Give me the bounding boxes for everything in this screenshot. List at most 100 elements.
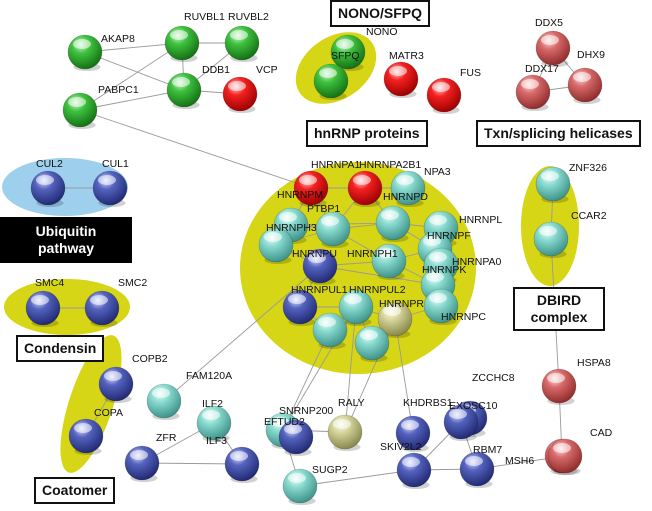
node-label: EFTUD2 [264,416,305,428]
node-highlight [401,420,419,430]
node-zfr[interactable]: ZFR [124,432,177,482]
node-khdrbs1[interactable]: KHDRBS1 [395,397,453,452]
group-label-dbird: DBIRD complex [513,287,605,331]
node-highlight [318,317,336,327]
node-copb2[interactable]: COPB2 [98,353,168,403]
edge-khdrbs1-hnrnpr [394,318,414,434]
node-ptbp1[interactable]: PTBP1 [307,203,351,248]
node-label: AKAP8 [101,33,135,45]
node-highlight [553,443,571,453]
node-nono[interactable]: NONO [330,26,398,71]
node-label: RUVBL2 [228,11,269,23]
node-cul2[interactable]: CUL2 [30,158,66,207]
node-highlight [308,253,326,263]
node-highlight [98,175,116,185]
node-label: HNRNPA2B1 [359,159,421,171]
node-highlight [344,294,362,304]
node-ruvbl2[interactable]: RUVBL2 [224,11,269,62]
node-hnrnpc[interactable]: HNRNPC [423,288,486,325]
node-label: RBM7 [473,444,502,456]
node-highlight [429,215,447,225]
node-highlight [230,451,248,461]
node-highlight [68,97,86,107]
node-label: HNRNPD [383,191,428,203]
node-label: DHX9 [577,49,605,61]
node-hnrnpa1[interactable]: HNRNPA1 [293,159,361,207]
node-label: SUGP2 [312,464,348,476]
node-highlight [172,77,190,87]
node-exosc10[interactable]: EXOSC10 [443,400,498,441]
node-hnrnpa2b1[interactable]: HNRNPA2B1 [347,159,421,207]
node-vcp[interactable]: VCP [222,64,278,113]
node-hnrnpd[interactable]: HNRNPD [375,191,428,242]
node-label: SKIV2L2 [380,441,422,453]
node-akap8[interactable]: AKAP8 [67,33,135,71]
edge-raly-hnrnpul2 [344,306,357,433]
node-label: HNRNPC [441,311,486,323]
edge-akap8-ddb1 [84,51,185,91]
node-highlight [539,226,557,236]
node-ddx5[interactable]: DDX5 [535,17,571,67]
node-label: CAD [590,427,613,439]
node-highlight [279,212,297,222]
node-ddb1[interactable]: DDB1 [166,64,230,109]
node-hnrnpa3[interactable]: NPA3 [390,166,451,207]
node-dhx9[interactable]: DHX9 [567,49,605,104]
node-label: COPB2 [132,353,168,365]
node-skiv2l2[interactable]: SKIV2L2 [380,441,432,489]
node-highlight [170,30,188,40]
node-hspa8[interactable]: HSPA8 [541,357,611,405]
node-smc4[interactable]: SMC4 [25,277,64,327]
node-hnrnph1[interactable]: HNRNPH1 [347,243,407,280]
node-ddx17[interactable]: DDX17 [515,63,559,111]
node-raly[interactable]: RALY [327,397,365,451]
node-copa[interactable]: COPA [68,407,123,455]
group-label-condensin: Condensin [16,335,105,362]
group-label-hnrnp: hnRNP proteins [306,120,428,147]
node-ilf3[interactable]: ILF3 [206,435,260,483]
node-hnrnpr[interactable]: HNRNPR [377,298,424,338]
node-hnrnpu[interactable]: HNRNPU [292,248,338,285]
node-hnrnpul2[interactable]: HNRNPUL2 [338,284,406,326]
node-ccar2[interactable]: CCAR2 [533,210,607,258]
node-sfpq[interactable]: SFPQ [313,50,360,100]
node-smc2[interactable]: SMC2 [84,277,147,327]
node-label: RALY [338,397,365,409]
edge-ddb1-pabpc1 [79,89,185,111]
node-highlight [383,306,401,316]
node-rbm7[interactable]: RBM7 [459,444,502,488]
node-hnrnp-x1[interactable] [312,312,348,349]
node-highlight [381,210,399,220]
node-label: VCP [256,64,278,76]
node-label: HNRNPU [292,248,337,260]
node-sugp2[interactable]: SUGP2 [282,464,348,505]
node-highlight [90,295,108,305]
node-label: NONO [366,26,398,38]
node-matr3[interactable]: MATR3 [383,50,424,98]
node-highlight [521,79,539,89]
node-znf326[interactable]: ZNF326 [535,162,607,203]
node-highlight [377,248,395,258]
node-pabpc1[interactable]: PABPC1 [62,84,139,129]
node-highlight [264,232,282,242]
node-eftud2[interactable]: EFTUD2 [264,416,314,456]
node-highlight [353,175,371,185]
node-ilf2[interactable]: ILF2 [196,398,232,442]
node-hnrnpul1[interactable]: HNRNPUL1 [282,284,348,326]
node-label: ZFR [156,432,177,444]
node-hnrnph3[interactable]: HNRNPH3 [258,222,317,264]
node-ruvbl1[interactable]: RUVBL1 [164,11,225,62]
node-label: FAM120A [186,370,232,382]
node-highlight [230,30,248,40]
node-highlight [423,236,441,246]
node-fam120a[interactable]: FAM120A [146,370,232,420]
node-label: PABPC1 [98,84,139,96]
node-fus[interactable]: FUS [426,67,481,114]
node-hnrnp-x2[interactable] [354,325,390,362]
node-msh6[interactable]: MSH6 [505,438,583,475]
node-highlight [389,66,407,76]
node-label: HNRNPR [379,298,424,310]
node-cul1[interactable]: CUL1 [92,158,129,207]
